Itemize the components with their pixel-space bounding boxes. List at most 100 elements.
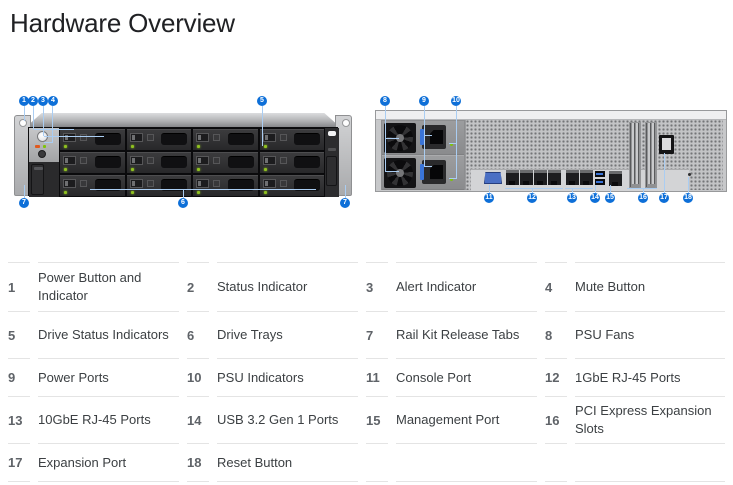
legend-label: Alert Indicator <box>396 262 537 312</box>
rail-kit-release-tab-left <box>31 164 44 195</box>
legend-label: Status Indicator <box>217 262 358 312</box>
leader-line <box>572 188 573 193</box>
page-title: Hardware Overview <box>10 8 235 38</box>
callout-3: 3 <box>38 96 48 106</box>
tray-lock-button <box>146 134 154 141</box>
tray-latch <box>129 156 143 165</box>
tray-lock-button <box>279 157 287 164</box>
power-socket-icon <box>430 130 443 144</box>
tray-handle-slot <box>161 179 187 191</box>
tab-grip-slot <box>328 148 336 151</box>
drive-tray <box>259 152 324 173</box>
tray-latch <box>196 156 209 165</box>
drive-status-led <box>130 191 134 194</box>
tray-latch <box>63 179 76 188</box>
tray-lock-button <box>80 157 87 164</box>
tray-latch <box>63 156 76 165</box>
rj45-port-icon <box>609 171 622 186</box>
tray-handle-slot <box>94 156 121 168</box>
tray-lock-button <box>146 180 154 187</box>
legend-label: 10GbE RJ-45 Ports <box>38 397 179 444</box>
leader-line <box>643 188 644 193</box>
lan-1gbe-ports <box>506 170 561 185</box>
tray-latch <box>196 133 209 142</box>
tray-lock-button <box>279 134 287 141</box>
leader-line <box>424 166 432 167</box>
callout-5: 5 <box>257 96 267 106</box>
psu-fan-icon <box>384 123 416 153</box>
power-port <box>420 125 446 149</box>
power-cord-clip <box>420 164 424 180</box>
leader-line <box>34 129 74 130</box>
rear-panel <box>375 110 727 192</box>
legend-label: Drive Status Indicators <box>38 312 179 359</box>
legend-num-empty <box>366 444 388 482</box>
legend-num: 7 <box>366 312 388 359</box>
legend-num: 3 <box>366 262 388 312</box>
front-panel <box>28 127 339 197</box>
legend-num: 9 <box>8 359 30 397</box>
tray-lock-button <box>80 134 87 141</box>
leader-line <box>24 106 25 121</box>
leader-line <box>489 185 490 193</box>
rj45-port-icon <box>566 170 579 185</box>
tray-lock-button <box>213 157 220 164</box>
expansion-connector-icon <box>662 138 671 150</box>
drive-tray <box>126 152 191 173</box>
callout-8: 8 <box>380 96 390 106</box>
legend-label: Management Port <box>396 397 537 444</box>
tray-handle-slot <box>227 156 254 168</box>
drive-status-led <box>263 191 267 194</box>
callout-4: 4 <box>48 96 58 106</box>
leader-line <box>385 171 399 172</box>
legend-label: Reset Button <box>217 444 358 482</box>
drive-tray <box>126 175 191 196</box>
reset-button-icon <box>688 173 691 176</box>
tray-lock-button <box>80 180 87 187</box>
legend-label: Expansion Port <box>38 444 179 482</box>
tray-handle-slot <box>227 133 254 145</box>
legend-label-empty <box>575 444 725 482</box>
alert-indicator-icon <box>43 145 46 148</box>
legend-label: PSU Fans <box>575 312 725 359</box>
rear-view-illustration: 8 9 10 11 12 13 14 15 16 17 18 <box>375 93 727 215</box>
drive-status-led <box>263 168 267 171</box>
drive-tray <box>126 129 191 150</box>
fan-hub-icon <box>396 169 404 177</box>
leader-line <box>44 136 104 137</box>
tab-grip-slot <box>34 167 43 170</box>
tray-handle-slot <box>227 179 254 191</box>
usb-tongue <box>596 173 603 175</box>
callout-6: 6 <box>178 198 188 208</box>
indicator-window <box>328 131 336 136</box>
rj45-port-icon <box>506 170 519 185</box>
tray-handle-slot <box>294 133 320 145</box>
callout-15: 15 <box>605 193 615 203</box>
drive-tray <box>193 152 258 173</box>
power-cord-clip <box>420 129 424 145</box>
legend-num: 8 <box>545 312 567 359</box>
callout-11: 11 <box>484 193 494 203</box>
legend-num: 12 <box>545 359 567 397</box>
usb-port-icon <box>595 171 605 177</box>
legend-label: Console Port <box>396 359 537 397</box>
legend-num: 6 <box>187 312 209 359</box>
rj45-port-icon <box>580 170 593 185</box>
legend-label: 1GbE RJ-45 Ports <box>575 359 725 397</box>
legend-num: 13 <box>8 397 30 444</box>
callout-9: 9 <box>419 96 429 106</box>
legend-num: 11 <box>366 359 388 397</box>
tray-latch <box>63 133 76 142</box>
tray-lock-button <box>279 180 287 187</box>
tray-lock-button <box>213 134 220 141</box>
legend-label: PCI Express Expansion Slots <box>575 397 725 444</box>
callout-10: 10 <box>451 96 461 106</box>
drive-status-led <box>197 145 200 148</box>
tray-lock-button <box>146 157 154 164</box>
psu-module <box>382 121 464 155</box>
leader-line <box>449 178 457 179</box>
leader-line <box>505 188 563 189</box>
legend-label: Rail Kit Release Tabs <box>396 312 537 359</box>
legend-table: 1 Power Button and Indicator 2 Status In… <box>8 262 725 482</box>
status-indicator-icon <box>35 145 40 148</box>
